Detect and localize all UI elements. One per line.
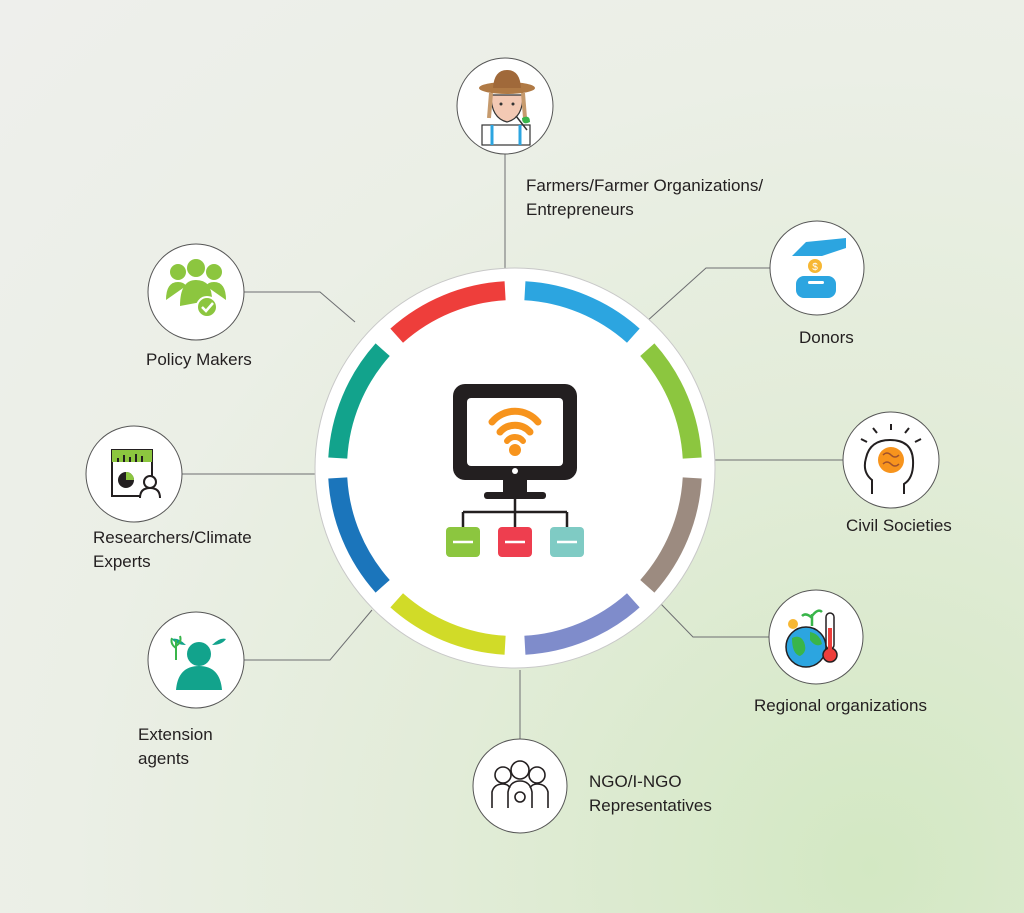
donors-label: Donors bbox=[799, 328, 854, 347]
ring-segment-2 bbox=[640, 343, 702, 459]
connector-lines bbox=[182, 154, 843, 739]
ring-segment-5 bbox=[390, 593, 506, 655]
civil-societies-label: Civil Societies bbox=[846, 516, 952, 535]
farmer-icon bbox=[479, 70, 535, 146]
extension-agents-label: Extension agents bbox=[138, 725, 213, 768]
policy-node bbox=[147, 243, 245, 341]
researchers-node bbox=[85, 425, 183, 523]
ring-segment-7 bbox=[328, 343, 390, 459]
regional-node bbox=[768, 589, 864, 685]
svg-text:$: $ bbox=[812, 262, 818, 273]
ring-segment-8 bbox=[390, 281, 506, 343]
ring-segment-4 bbox=[524, 593, 640, 655]
monitor-network-icon bbox=[446, 384, 584, 557]
agent-plant-icon bbox=[170, 635, 226, 690]
group-people-icon bbox=[491, 760, 549, 808]
policy-makers-label: Policy Makers bbox=[146, 350, 252, 369]
civil-node bbox=[842, 411, 940, 509]
farmers-label: Farmers/Farmer Organizations/ Entreprene… bbox=[526, 176, 764, 219]
chart-researcher-icon bbox=[111, 449, 161, 499]
donation-icon: $ bbox=[792, 238, 846, 298]
connector-line-2 bbox=[645, 267, 772, 323]
brain-head-icon bbox=[860, 424, 922, 494]
monitor-led bbox=[512, 468, 518, 474]
farmer-node bbox=[456, 57, 554, 155]
globe-thermometer-icon bbox=[785, 609, 838, 668]
connector-line-4 bbox=[659, 602, 770, 638]
ngo-label: NGO/I-NGO Representatives bbox=[589, 772, 712, 815]
donors-node: $ bbox=[769, 220, 865, 316]
wifi-icon bbox=[488, 407, 542, 456]
regional-organizations-label: Regional organizations bbox=[754, 696, 927, 715]
ring-segment-3 bbox=[640, 477, 702, 593]
monitor-base bbox=[484, 492, 546, 499]
color-ring bbox=[328, 281, 702, 655]
people-check-icon bbox=[166, 259, 226, 318]
connector-line-8 bbox=[244, 291, 356, 323]
monitor-display bbox=[467, 398, 563, 466]
connector-line-6 bbox=[244, 609, 373, 661]
ngo-node bbox=[472, 738, 568, 834]
network-branches bbox=[461, 499, 569, 528]
monitor-neck bbox=[503, 480, 527, 494]
extension-node bbox=[147, 611, 245, 709]
ring-segment-6 bbox=[328, 477, 390, 593]
ring-segment-1 bbox=[524, 281, 640, 343]
researchers-label: Researchers/Climate Experts bbox=[93, 528, 252, 571]
